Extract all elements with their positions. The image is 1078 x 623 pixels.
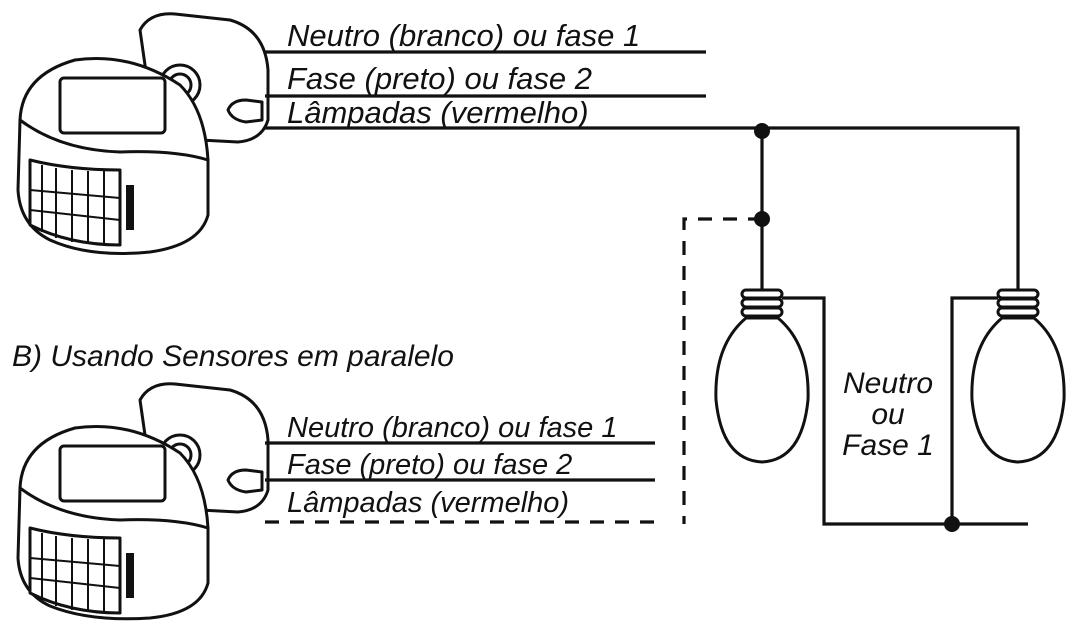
sensor-b-heading: B) Usando Sensores em paralelo [12,340,454,373]
junction-dot-top [754,123,770,139]
sensor-a-lens [28,158,122,247]
motion-sensor-b [16,382,270,621]
return-label-line2: ou [871,398,905,431]
sensor-b-lens [28,526,122,615]
sensor-b-phase-label: Fase (preto) ou fase 2 [287,449,572,481]
sensor-a-lamp-label: Lâmpadas (vermelho) [287,95,589,130]
sensor-b-neutral-label: Neutro (branco) ou fase 1 [287,412,617,444]
sensor-b-lamp-label: Lâmpadas (vermelho) [287,487,569,519]
sensor-a-neutral-label: Neutro (branco) ou fase 1 [287,18,640,53]
return-label-line3: Fase 1 [842,429,934,462]
motion-sensor-a [16,12,270,255]
junction-dot-return [944,516,960,532]
sensor-a-lamp-wire [265,126,1020,290]
lamp-bulb-1 [714,288,810,464]
sensor-a-phase-label: Fase (preto) ou fase 2 [287,61,592,96]
lamp-1-return-wire [782,296,1028,526]
lamp-bulb-2 [970,288,1066,464]
lamp-2-return-wire [950,296,998,524]
parallel-lamp-wire-dashed [682,217,762,524]
return-label-line1: Neutro [843,367,933,400]
